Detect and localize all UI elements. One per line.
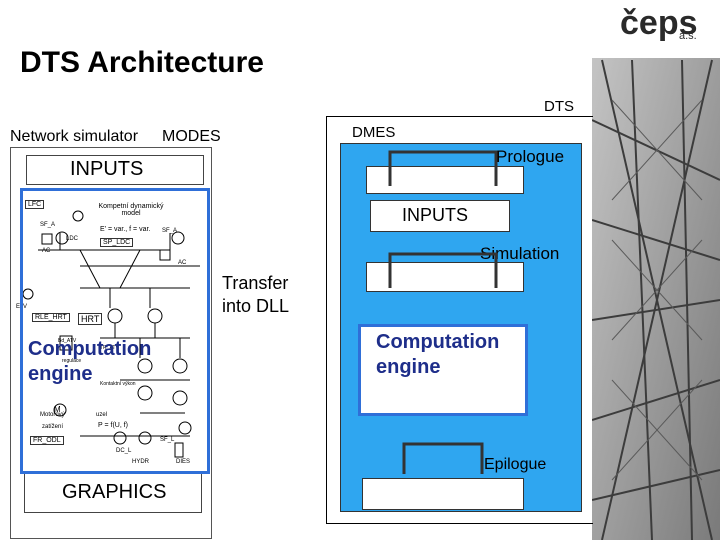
logo-area (592, 0, 720, 58)
page-title: DTS Architecture (20, 46, 264, 79)
uzel-label: uzel (96, 412, 108, 418)
dts-label: DTS (544, 98, 574, 115)
hrt-tag: HRT (78, 313, 103, 325)
sf-l-label: SF_L (160, 437, 175, 443)
prologue-loop-arrow (388, 150, 498, 186)
sp-ldc-tag: SP_LDC (100, 238, 134, 247)
sf-a-left-label: SF_A (40, 222, 56, 228)
dc-l-label: DC_L (116, 448, 132, 454)
transfer-label: Transfer into DLL (222, 273, 290, 316)
graphics-label: GRAPHICS (62, 481, 167, 503)
equation-label: E' = var., f = var. (100, 226, 151, 233)
epilogue-label: Epilogue (484, 456, 547, 473)
computation-highlight-frame (20, 188, 210, 474)
company-logo: čeps (620, 4, 698, 42)
prologue-label: Prologue (496, 147, 565, 166)
modes-label: MODES (162, 128, 221, 145)
ac-label: AC (42, 248, 51, 254)
network-schematic (22, 210, 200, 458)
kontakt-label: Kontaktní výkon (100, 381, 136, 387)
computation-engine-box-right (358, 324, 528, 416)
simulation-label: Simulation (480, 244, 560, 263)
dts-frame (326, 116, 593, 524)
p-equation-label: P = f(U, f) (98, 422, 129, 429)
inputs-label-right: INPUTS (402, 205, 469, 225)
dies-label: DIES (176, 459, 191, 465)
company-logo-suffix: a.s. (679, 30, 697, 42)
motor-label: Motorový (40, 412, 65, 418)
m-label: M (54, 405, 61, 414)
kompartment-title: Kompetní dynamický model (98, 203, 164, 217)
simulation-loop-arrow (388, 252, 498, 288)
bd-atv-label: Bd_ATV (58, 338, 77, 344)
lfc-tag: LFC (25, 200, 45, 209)
hydr-label: HYDR (132, 459, 150, 465)
dmes-label: DMES (352, 124, 396, 141)
epilogue-box (362, 478, 524, 510)
zatizeni-label: zatížení (42, 424, 64, 430)
computation-engine-label-right: Computation engine (376, 331, 500, 378)
inputs-label-left: INPUTS (70, 158, 144, 180)
background-photo (592, 0, 720, 540)
ac-right-label: AC (178, 260, 187, 266)
epilogue-loop-arrow (402, 442, 484, 474)
prologue-box (366, 166, 524, 194)
tr-atv-label: TR_ATV (100, 345, 119, 351)
sf-a-right-label: SF_A (162, 228, 178, 234)
ldc-label: LDC (66, 236, 79, 242)
fr-odl-tag: FR_ODL (30, 436, 64, 445)
network-simulator-label: Network simulator (10, 128, 139, 145)
graphics-box (24, 473, 202, 513)
simulation-box (366, 262, 524, 292)
inputs-box-right (370, 200, 510, 232)
computation-engine-label-left: Computation engine (28, 338, 152, 385)
inputs-box-left (26, 155, 204, 185)
rle-hrt-tag: RLE_HRT (32, 313, 70, 322)
regulace-label: regulace (62, 358, 82, 364)
